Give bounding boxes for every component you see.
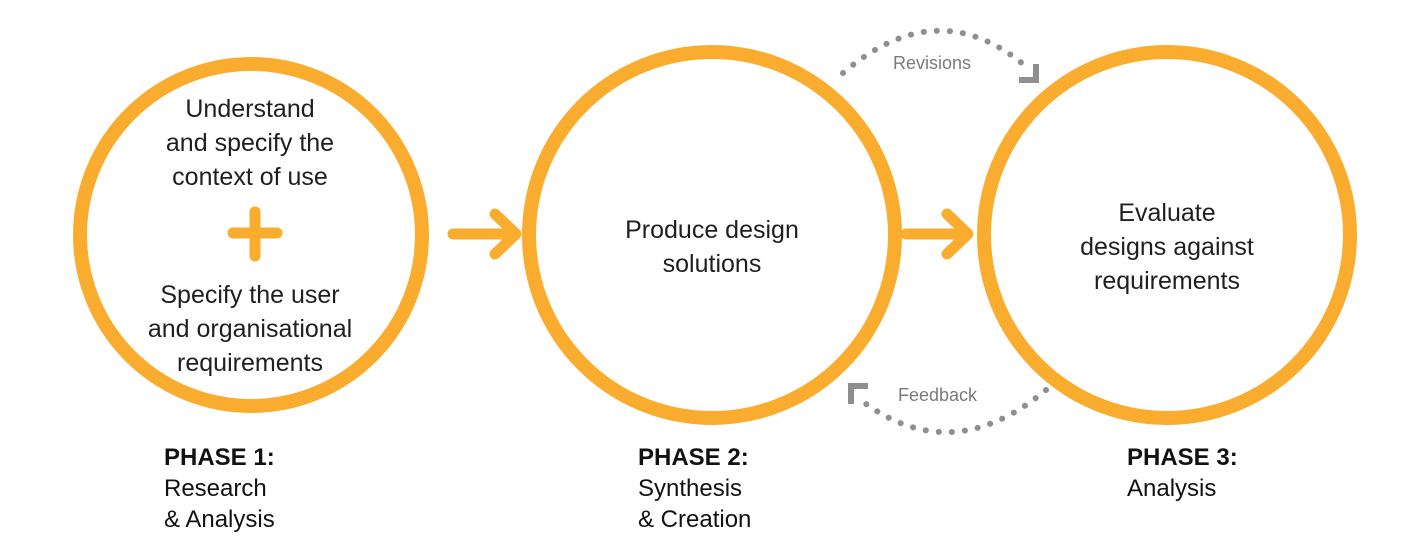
phase-3-text: Evaluate designs against requirements: [1037, 196, 1297, 298]
revisions-dotted-arc: [840, 27, 1033, 76]
circle-line: and specify the: [165, 129, 335, 157]
circle-line: designs against: [1080, 233, 1254, 261]
revisions-arrowhead-icon: [1019, 64, 1039, 83]
circle-line: and organisational: [147, 315, 353, 343]
phase-2-text: Produce design solutions: [582, 213, 842, 281]
phase-line: Analysis: [1127, 475, 1217, 502]
phase-line: & Creation: [638, 506, 752, 533]
arrow-right-icon: [900, 208, 974, 260]
circle-line: Understand: [185, 95, 315, 123]
phase-3-caption: PHASE 3: Analysis: [1127, 442, 1238, 504]
phase-3-circle: [977, 45, 1357, 425]
phase-line: & Analysis: [164, 506, 275, 533]
revisions-loop: [840, 27, 1039, 83]
circle-line: Specify the user: [160, 281, 340, 309]
circle-line: requirements: [177, 349, 323, 377]
plus-icon: [227, 206, 283, 262]
phase-line: Synthesis: [638, 475, 743, 502]
phase-1-top-text: Understand and specify the context of us…: [130, 92, 370, 194]
feedback-arrowhead-icon: [848, 383, 868, 404]
phase-1-caption: PHASE 1: Research & Analysis: [164, 442, 275, 535]
phase-1-bottom-text: Specify the user and organisational requ…: [120, 278, 380, 380]
circle-line: Produce design: [625, 216, 799, 244]
phase-2-caption: PHASE 2: Synthesis & Creation: [638, 442, 751, 535]
feedback-loop: [848, 383, 1049, 436]
feedback-label: Feedback: [898, 385, 978, 405]
phase-title: PHASE 3:: [1127, 444, 1238, 471]
phase-1-circle: [73, 57, 429, 413]
revisions-label: Revisions: [893, 53, 972, 73]
phase-title: PHASE 1:: [164, 444, 275, 471]
phase-line: Research: [164, 475, 267, 502]
circle-line: requirements: [1094, 267, 1240, 295]
circle-line: solutions: [662, 250, 762, 278]
feedback-dotted-arc: [855, 387, 1049, 436]
arrow-right-icon: [447, 208, 522, 260]
circle-line: context of use: [172, 163, 328, 191]
phase-2-circle: [522, 45, 902, 425]
circle-line: Evaluate: [1118, 199, 1216, 227]
phase-title: PHASE 2:: [638, 444, 749, 471]
